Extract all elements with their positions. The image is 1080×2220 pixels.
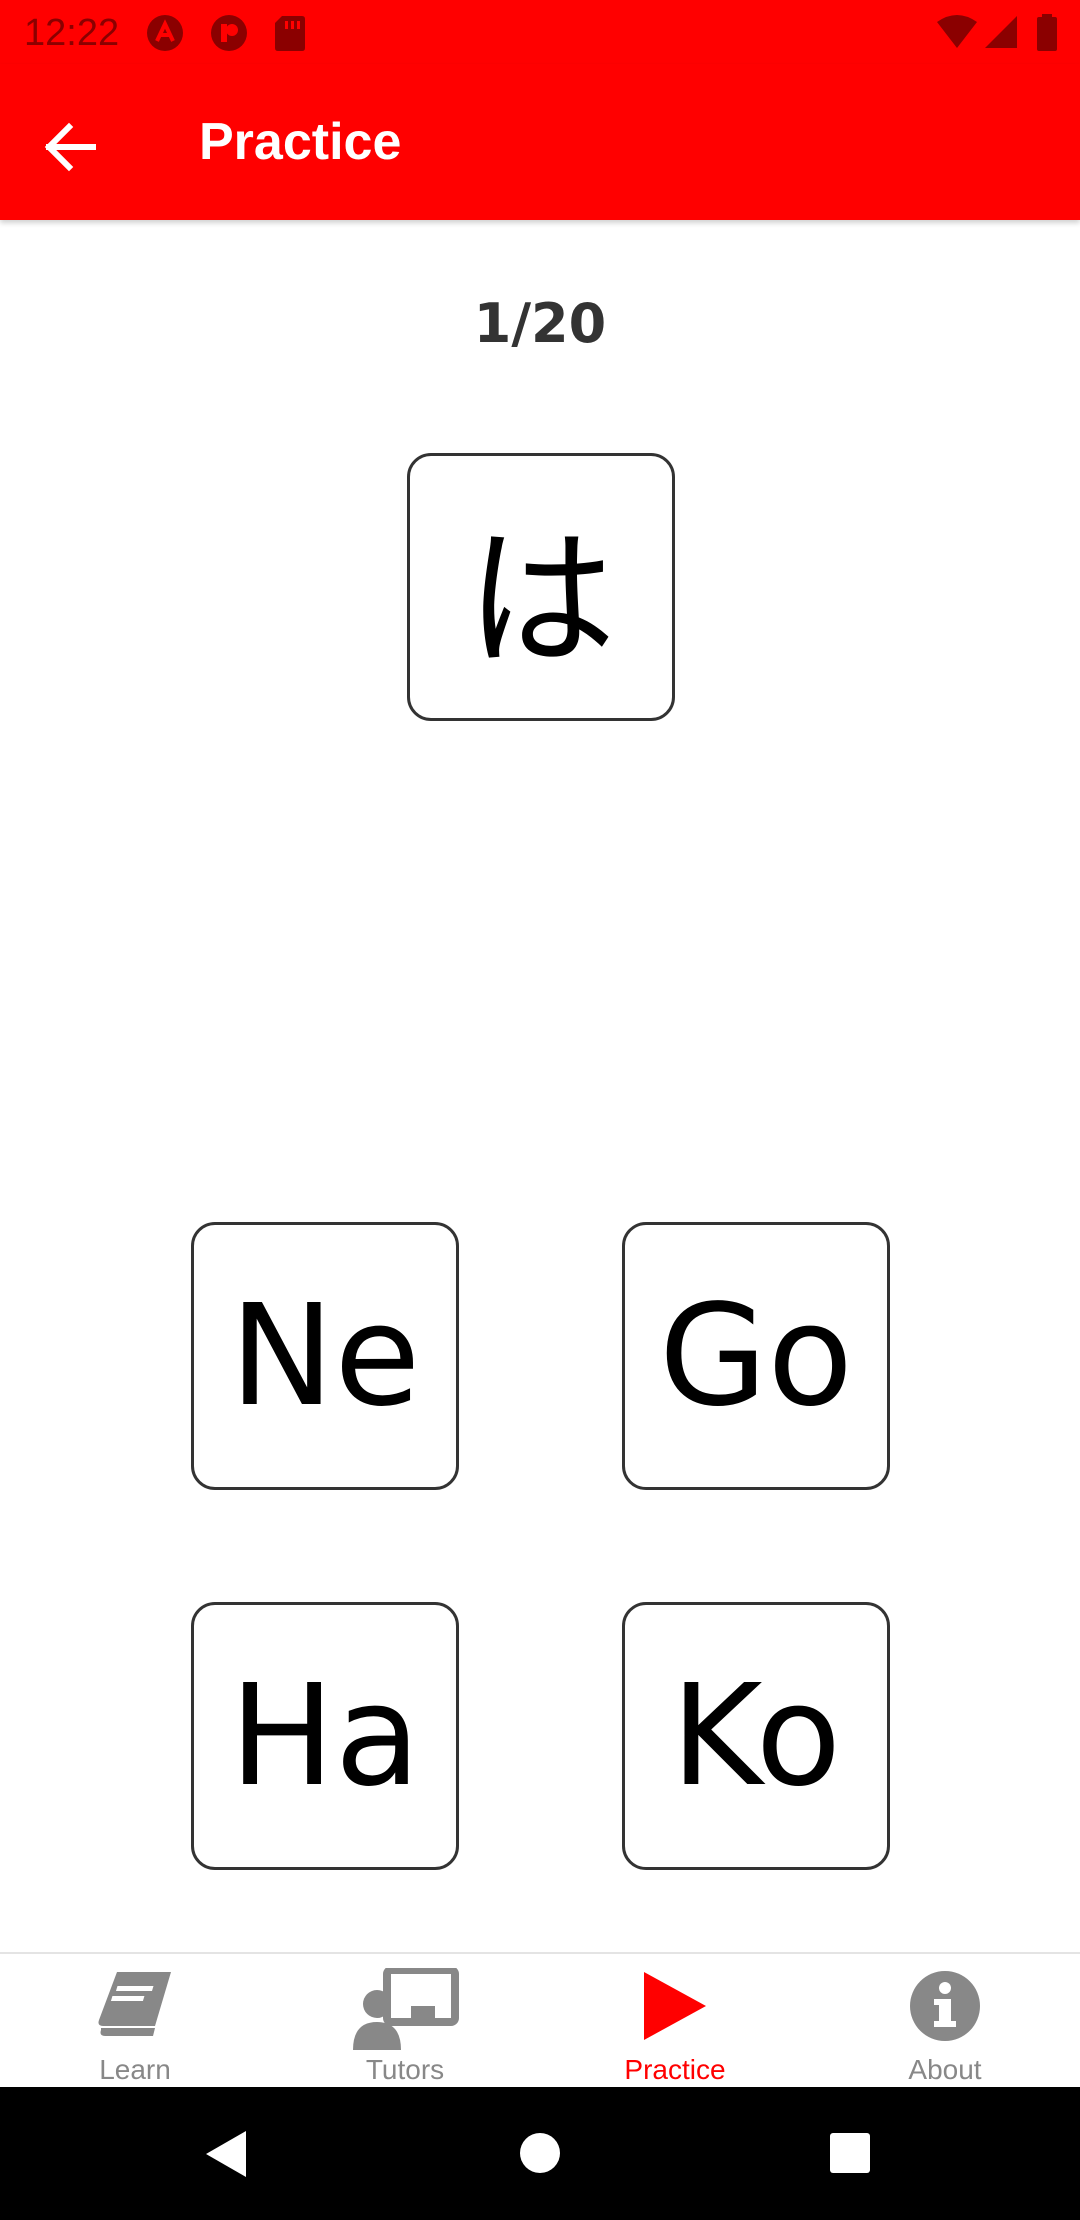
status-bar: 12:22 bbox=[0, 0, 1080, 64]
answer-button-3[interactable]: Ha bbox=[191, 1602, 459, 1870]
arrow-back-icon[interactable] bbox=[36, 112, 106, 182]
nav-item-tutors[interactable]: Tutors bbox=[270, 1954, 540, 2089]
play-icon bbox=[644, 1972, 706, 2040]
answer-button-2[interactable]: Go bbox=[622, 1222, 890, 1490]
info-icon bbox=[910, 1971, 980, 2041]
answer-button-4[interactable]: Ko bbox=[622, 1602, 890, 1870]
sd-card-icon bbox=[275, 16, 305, 51]
progress-counter: 1/20 bbox=[473, 292, 607, 355]
nav-item-practice[interactable]: Practice bbox=[540, 1954, 810, 2089]
tutor-icon bbox=[353, 1968, 459, 2050]
app-bar: Practice bbox=[0, 64, 1080, 220]
nav-item-about[interactable]: About bbox=[810, 1954, 1080, 2089]
wifi-icon bbox=[937, 15, 977, 48]
system-nav-bar bbox=[0, 2087, 1080, 2220]
app-a-icon bbox=[147, 15, 183, 51]
system-recents-icon[interactable] bbox=[829, 2132, 871, 2174]
app-p-icon bbox=[211, 15, 247, 51]
nav-label-practice: Practice bbox=[624, 2054, 726, 2085]
nav-item-learn[interactable]: Learn bbox=[0, 1954, 270, 2089]
nav-label-tutors: Tutors bbox=[365, 2054, 445, 2085]
status-time: 12:22 bbox=[24, 12, 120, 54]
nav-label-about: About bbox=[908, 2054, 982, 2085]
answer-button-1[interactable]: Ne bbox=[191, 1222, 459, 1490]
signal-icon bbox=[985, 16, 1017, 48]
bottom-nav: Learn Tutors Practice About bbox=[0, 1952, 1080, 2087]
question-card: は bbox=[407, 453, 675, 721]
nav-label-learn: Learn bbox=[99, 2054, 171, 2085]
page-title: Practice bbox=[199, 113, 402, 171]
battery-icon bbox=[1037, 14, 1057, 51]
book-icon bbox=[98, 1972, 171, 2036]
system-back-icon[interactable] bbox=[202, 2129, 252, 2179]
system-home-icon[interactable] bbox=[518, 2131, 562, 2175]
